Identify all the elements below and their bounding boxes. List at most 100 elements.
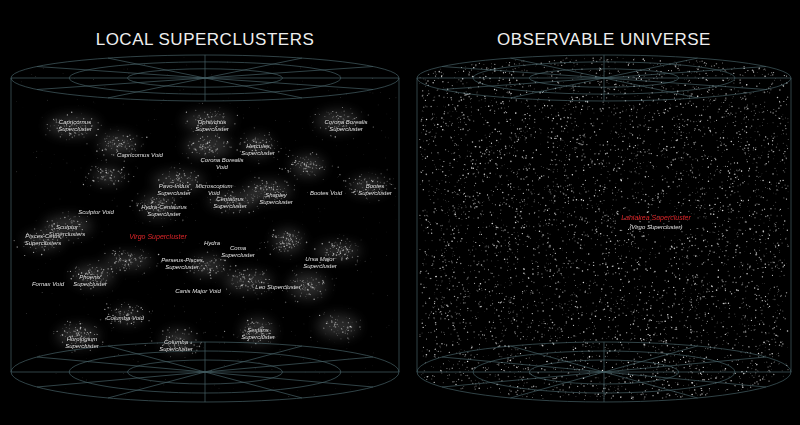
galaxy-dot bbox=[230, 265, 232, 267]
galaxy-dot bbox=[304, 162, 305, 163]
galaxy-dot bbox=[100, 168, 102, 170]
galaxy-dot bbox=[195, 177, 197, 179]
galaxy-dot bbox=[193, 116, 194, 117]
galaxy-dot bbox=[203, 140, 204, 141]
galaxy-dot bbox=[278, 235, 279, 236]
galaxy-dot bbox=[314, 248, 316, 250]
galaxy-dot bbox=[326, 249, 327, 250]
galaxy-dot bbox=[329, 114, 330, 115]
galaxy-dot bbox=[311, 284, 312, 285]
galaxy-dot bbox=[122, 266, 123, 267]
galaxy-dot bbox=[197, 175, 198, 176]
galaxy-dot bbox=[24, 255, 25, 256]
galaxy-dot bbox=[119, 308, 120, 309]
galaxy-dot bbox=[261, 293, 262, 294]
galaxy-dot bbox=[320, 276, 321, 277]
galaxy-dot bbox=[68, 239, 69, 240]
galaxy-dot bbox=[144, 273, 145, 274]
galaxy-dot bbox=[293, 244, 294, 245]
galaxy-dot bbox=[216, 141, 217, 142]
galaxy-dot bbox=[294, 281, 295, 282]
galaxy-dot bbox=[262, 183, 263, 184]
galaxy-dot bbox=[296, 274, 297, 275]
galaxy-dot bbox=[282, 241, 283, 242]
galaxy-dot bbox=[62, 328, 63, 329]
galaxy-dot bbox=[205, 143, 206, 144]
galaxy-dot bbox=[306, 164, 307, 165]
galaxy-dot bbox=[299, 161, 300, 162]
galaxy-dot bbox=[52, 220, 53, 221]
galaxy-dot bbox=[162, 174, 163, 175]
galaxy-dot bbox=[110, 141, 111, 142]
galaxy-dot bbox=[192, 143, 193, 144]
galaxy-dot bbox=[336, 116, 337, 117]
galaxy-dot bbox=[78, 267, 79, 268]
galaxy-dot bbox=[310, 153, 312, 155]
galaxy-dot bbox=[223, 265, 224, 266]
galaxy-dot bbox=[341, 328, 342, 329]
galaxy-dot bbox=[271, 183, 272, 184]
galaxy-dot bbox=[34, 228, 35, 229]
galaxy-dot bbox=[313, 298, 314, 299]
galaxy-dot bbox=[273, 229, 275, 231]
galaxy-dot bbox=[106, 172, 108, 174]
galaxy-dot bbox=[255, 139, 256, 140]
galaxy-dot bbox=[300, 295, 301, 296]
galaxy-dot bbox=[128, 259, 129, 260]
galaxy-dot bbox=[331, 321, 332, 322]
galaxy-dot bbox=[171, 167, 172, 168]
galaxy-dot bbox=[60, 218, 61, 219]
galaxy-dot bbox=[116, 257, 117, 258]
galaxy-dot bbox=[93, 177, 94, 178]
galaxy-dot bbox=[266, 181, 267, 182]
galaxy-dot bbox=[342, 107, 343, 108]
galaxy-dot bbox=[239, 275, 240, 276]
galaxy-dot bbox=[76, 266, 77, 267]
galaxy-dot bbox=[101, 268, 102, 269]
galaxy-dot bbox=[359, 179, 360, 180]
galaxy-dot bbox=[285, 248, 286, 249]
galaxy-dot bbox=[210, 278, 211, 279]
galaxy-dot bbox=[255, 293, 256, 294]
galaxy-dot bbox=[191, 204, 192, 205]
galaxy-dot bbox=[215, 151, 216, 152]
galaxy-dot bbox=[168, 176, 170, 178]
galaxy-dot bbox=[310, 337, 311, 338]
galaxy-dot bbox=[347, 327, 348, 328]
galaxy-dot bbox=[312, 172, 313, 173]
galaxy-dot bbox=[82, 323, 83, 324]
galaxy-dot bbox=[81, 113, 82, 114]
galaxy-dot bbox=[141, 260, 142, 261]
galaxy-dot bbox=[90, 332, 92, 334]
galaxy-dot bbox=[254, 127, 256, 129]
galaxy-dot bbox=[223, 268, 224, 269]
galaxy-dot bbox=[202, 148, 203, 149]
galaxy-dot bbox=[326, 112, 327, 113]
galaxy-dot bbox=[94, 334, 95, 335]
galaxy-dot bbox=[99, 149, 100, 150]
galaxy-dot bbox=[36, 220, 37, 221]
galaxy-dot bbox=[260, 185, 261, 186]
galaxy-dot bbox=[110, 129, 111, 130]
galaxy-dot bbox=[162, 334, 163, 335]
galaxy-dot bbox=[237, 276, 238, 277]
galaxy-dot bbox=[352, 113, 353, 114]
galaxy-dot bbox=[107, 272, 108, 273]
galaxy-dot bbox=[317, 168, 318, 169]
galaxy-dot bbox=[118, 311, 120, 313]
galaxy-dot bbox=[126, 144, 127, 145]
galaxy-dot bbox=[328, 254, 329, 255]
galaxy-dot bbox=[337, 249, 338, 250]
galaxy-dot bbox=[253, 341, 254, 342]
galaxy-dot bbox=[192, 353, 193, 354]
galaxy-dot bbox=[247, 286, 248, 287]
galaxy-dot bbox=[294, 246, 295, 247]
galaxy-dot bbox=[295, 165, 296, 166]
galaxy-dot bbox=[241, 274, 242, 275]
galaxy-dot bbox=[79, 269, 80, 270]
galaxy-dot bbox=[164, 203, 165, 204]
galaxy-dot bbox=[345, 193, 346, 194]
galaxy-dot bbox=[273, 184, 274, 185]
galaxy-dot bbox=[271, 292, 272, 293]
galaxy-dot bbox=[86, 133, 87, 134]
